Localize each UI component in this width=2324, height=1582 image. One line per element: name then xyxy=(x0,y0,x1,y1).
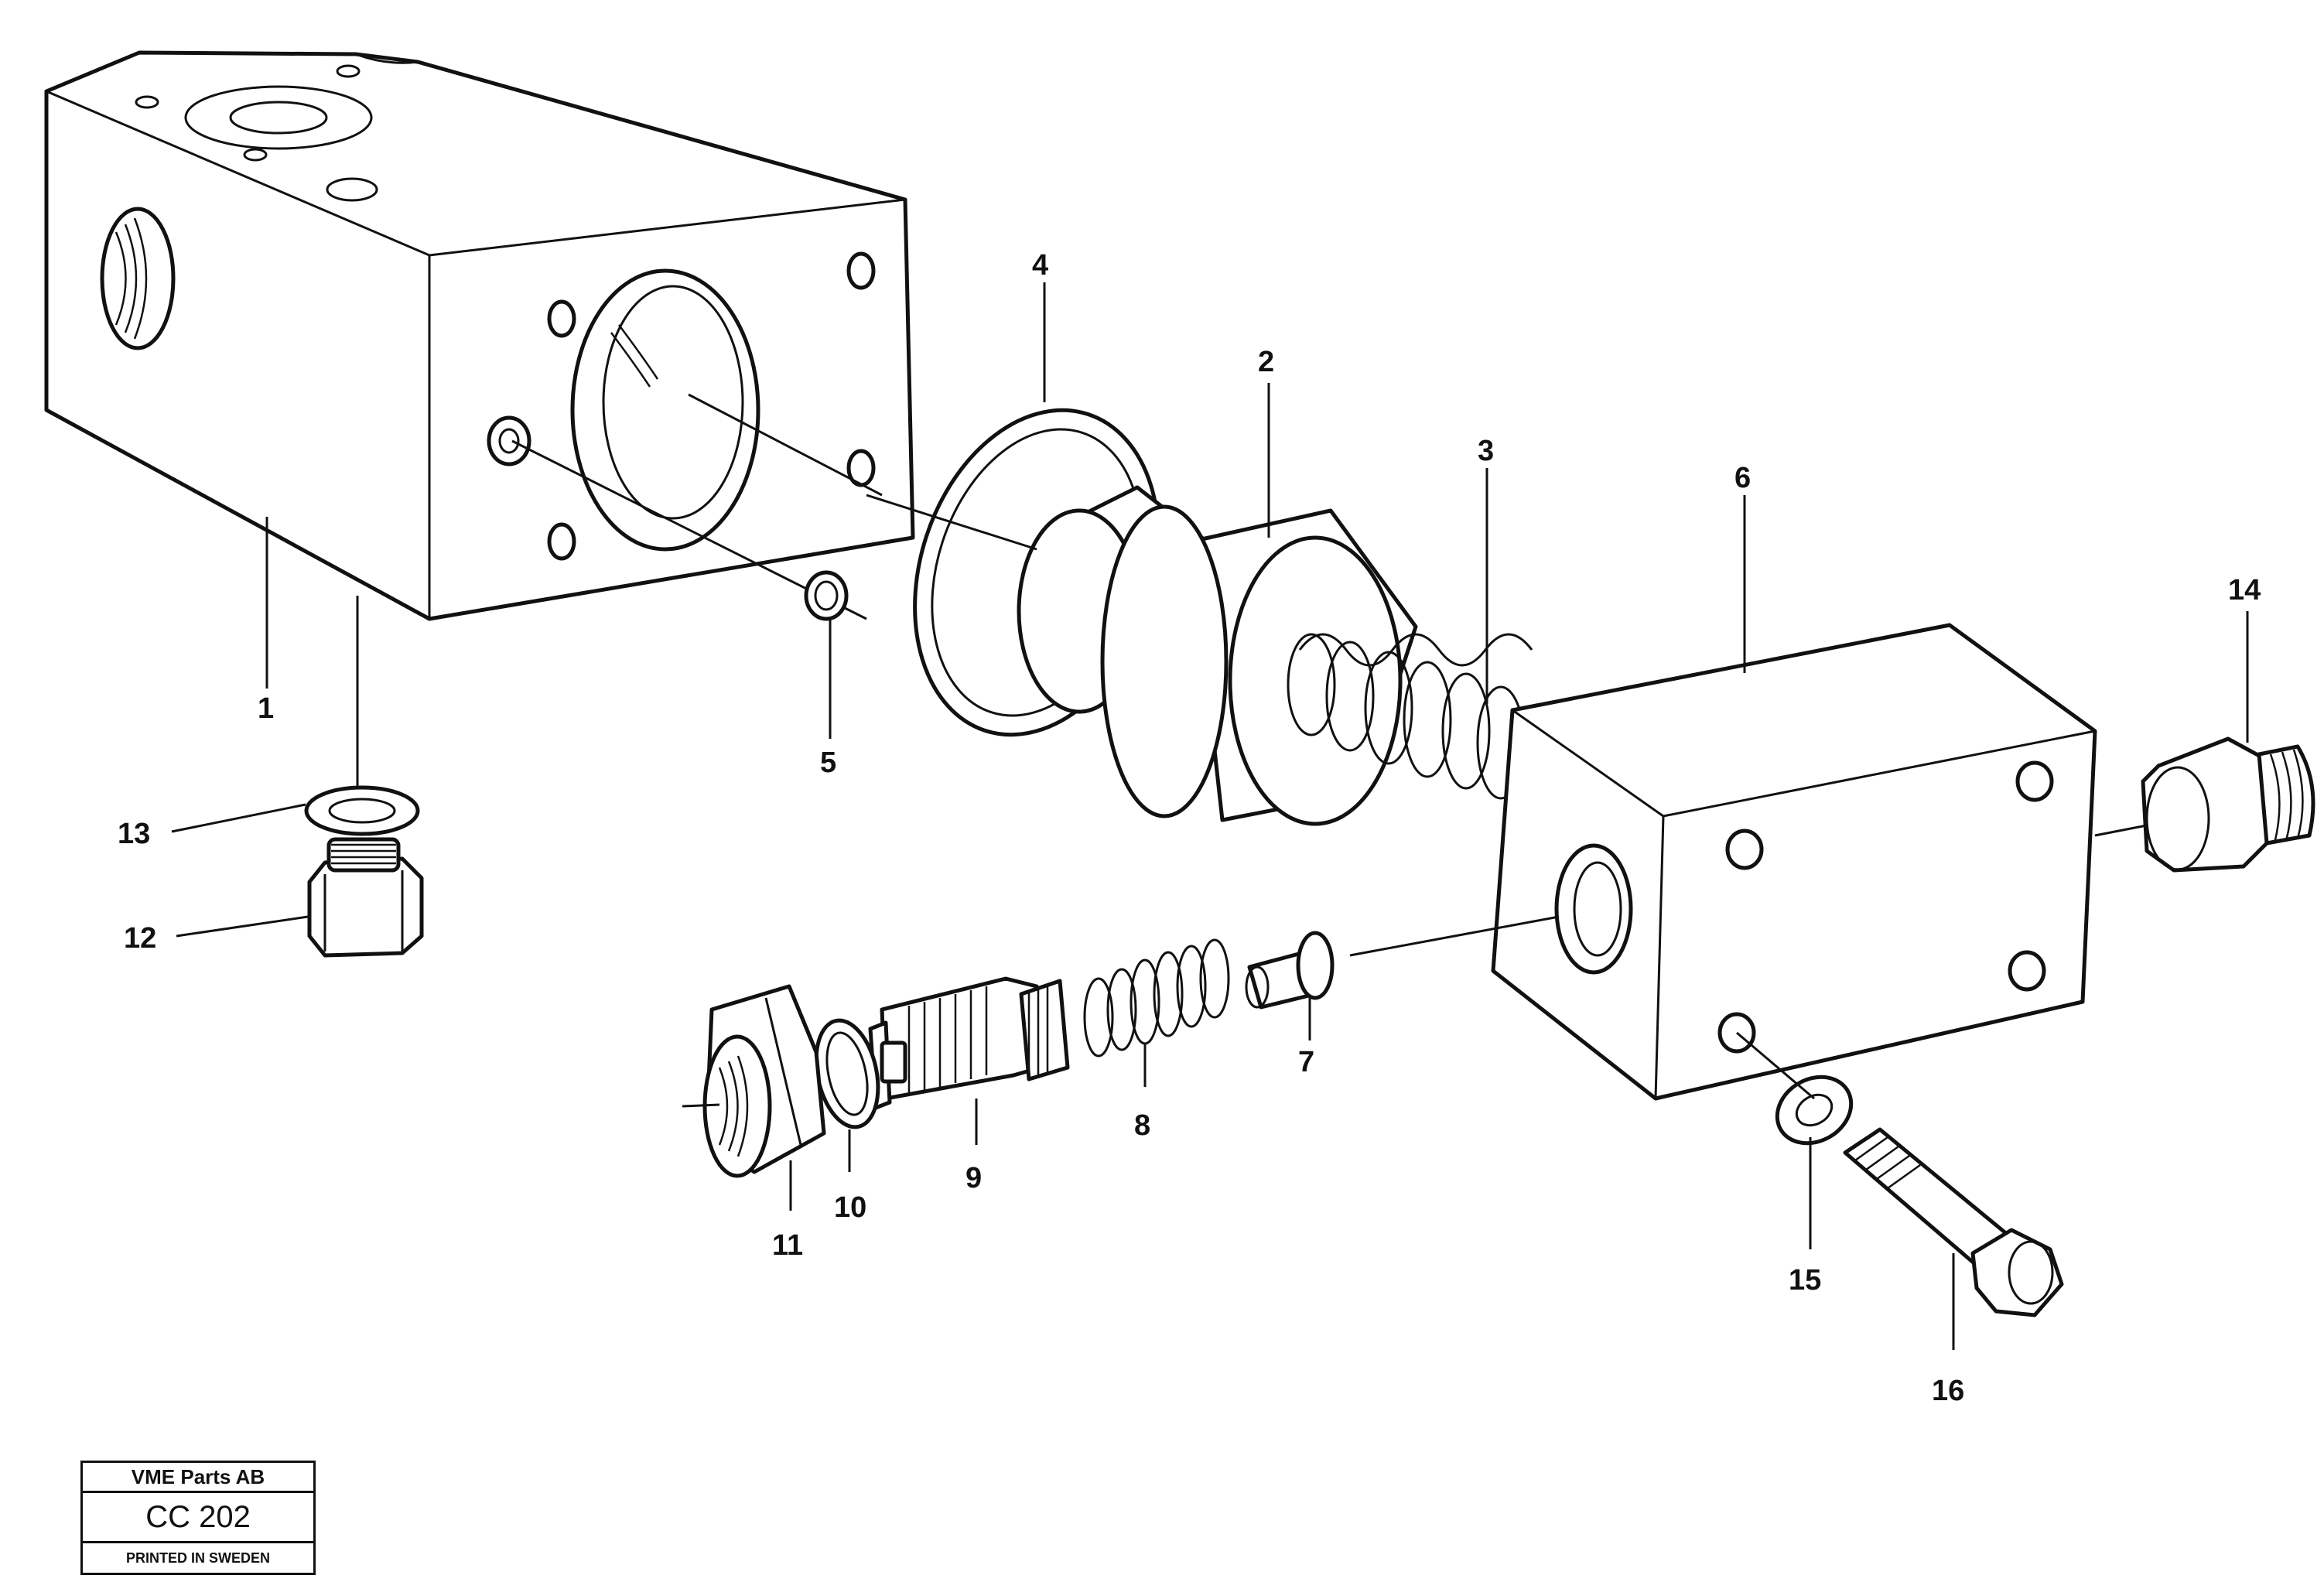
drawing-code: CC 202 xyxy=(83,1493,313,1543)
label-part-5: 5 xyxy=(820,747,836,779)
part-6-cover-block xyxy=(1491,623,2097,1101)
part-9-adjusting-screw xyxy=(868,976,1070,1110)
part-5-o-ring xyxy=(804,570,849,621)
part-12-plug xyxy=(307,837,424,958)
label-part-6: 6 xyxy=(1734,462,1751,494)
printed-note: PRINTED IN SWEDEN xyxy=(125,1550,270,1566)
label-part-3: 3 xyxy=(1478,435,1494,467)
part-13-washer xyxy=(304,785,420,836)
label-part-9: 9 xyxy=(965,1162,982,1194)
title-block: VME Parts AB CC 202 PRINTED IN SWEDEN xyxy=(80,1461,316,1575)
label-part-15: 15 xyxy=(1789,1264,1821,1297)
label-part-10: 10 xyxy=(834,1191,866,1224)
label-part-1: 1 xyxy=(258,692,274,725)
part-2-valve-piston xyxy=(866,485,1418,826)
part-7-pin xyxy=(1245,931,1335,1010)
label-part-7: 7 xyxy=(1298,1046,1314,1078)
label-part-13: 13 xyxy=(118,818,150,850)
label-part-8: 8 xyxy=(1134,1109,1150,1142)
part-8-spring xyxy=(1083,938,1230,1058)
part-15-washer xyxy=(1775,1075,1854,1146)
label-part-2: 2 xyxy=(1258,346,1274,378)
part-14-nipple xyxy=(2141,736,2315,873)
part-11-cap-nut xyxy=(702,984,826,1178)
label-part-11: 11 xyxy=(772,1229,803,1262)
company-name: VME Parts AB xyxy=(83,1463,313,1493)
label-part-14: 14 xyxy=(2228,574,2261,606)
label-part-12: 12 xyxy=(124,922,156,955)
label-part-16: 16 xyxy=(1932,1375,1964,1407)
part-1-valve-housing xyxy=(44,50,915,621)
part-16-bolt xyxy=(1843,1127,2064,1317)
label-part-4: 4 xyxy=(1032,249,1048,282)
